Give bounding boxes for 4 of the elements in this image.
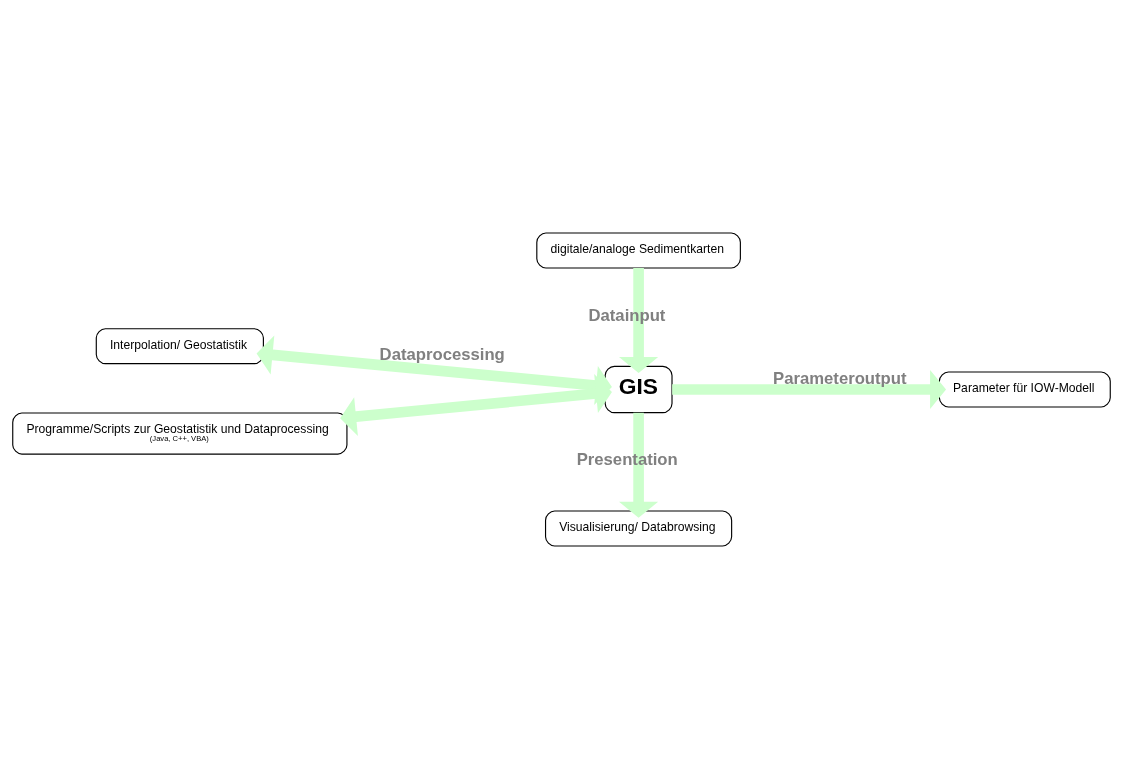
edge-label: Datainput: [588, 305, 666, 325]
edge-label: Parameteroutput: [773, 368, 907, 388]
edge-label: Presentation: [576, 449, 678, 469]
edge-label: Dataprocessing: [379, 344, 505, 364]
